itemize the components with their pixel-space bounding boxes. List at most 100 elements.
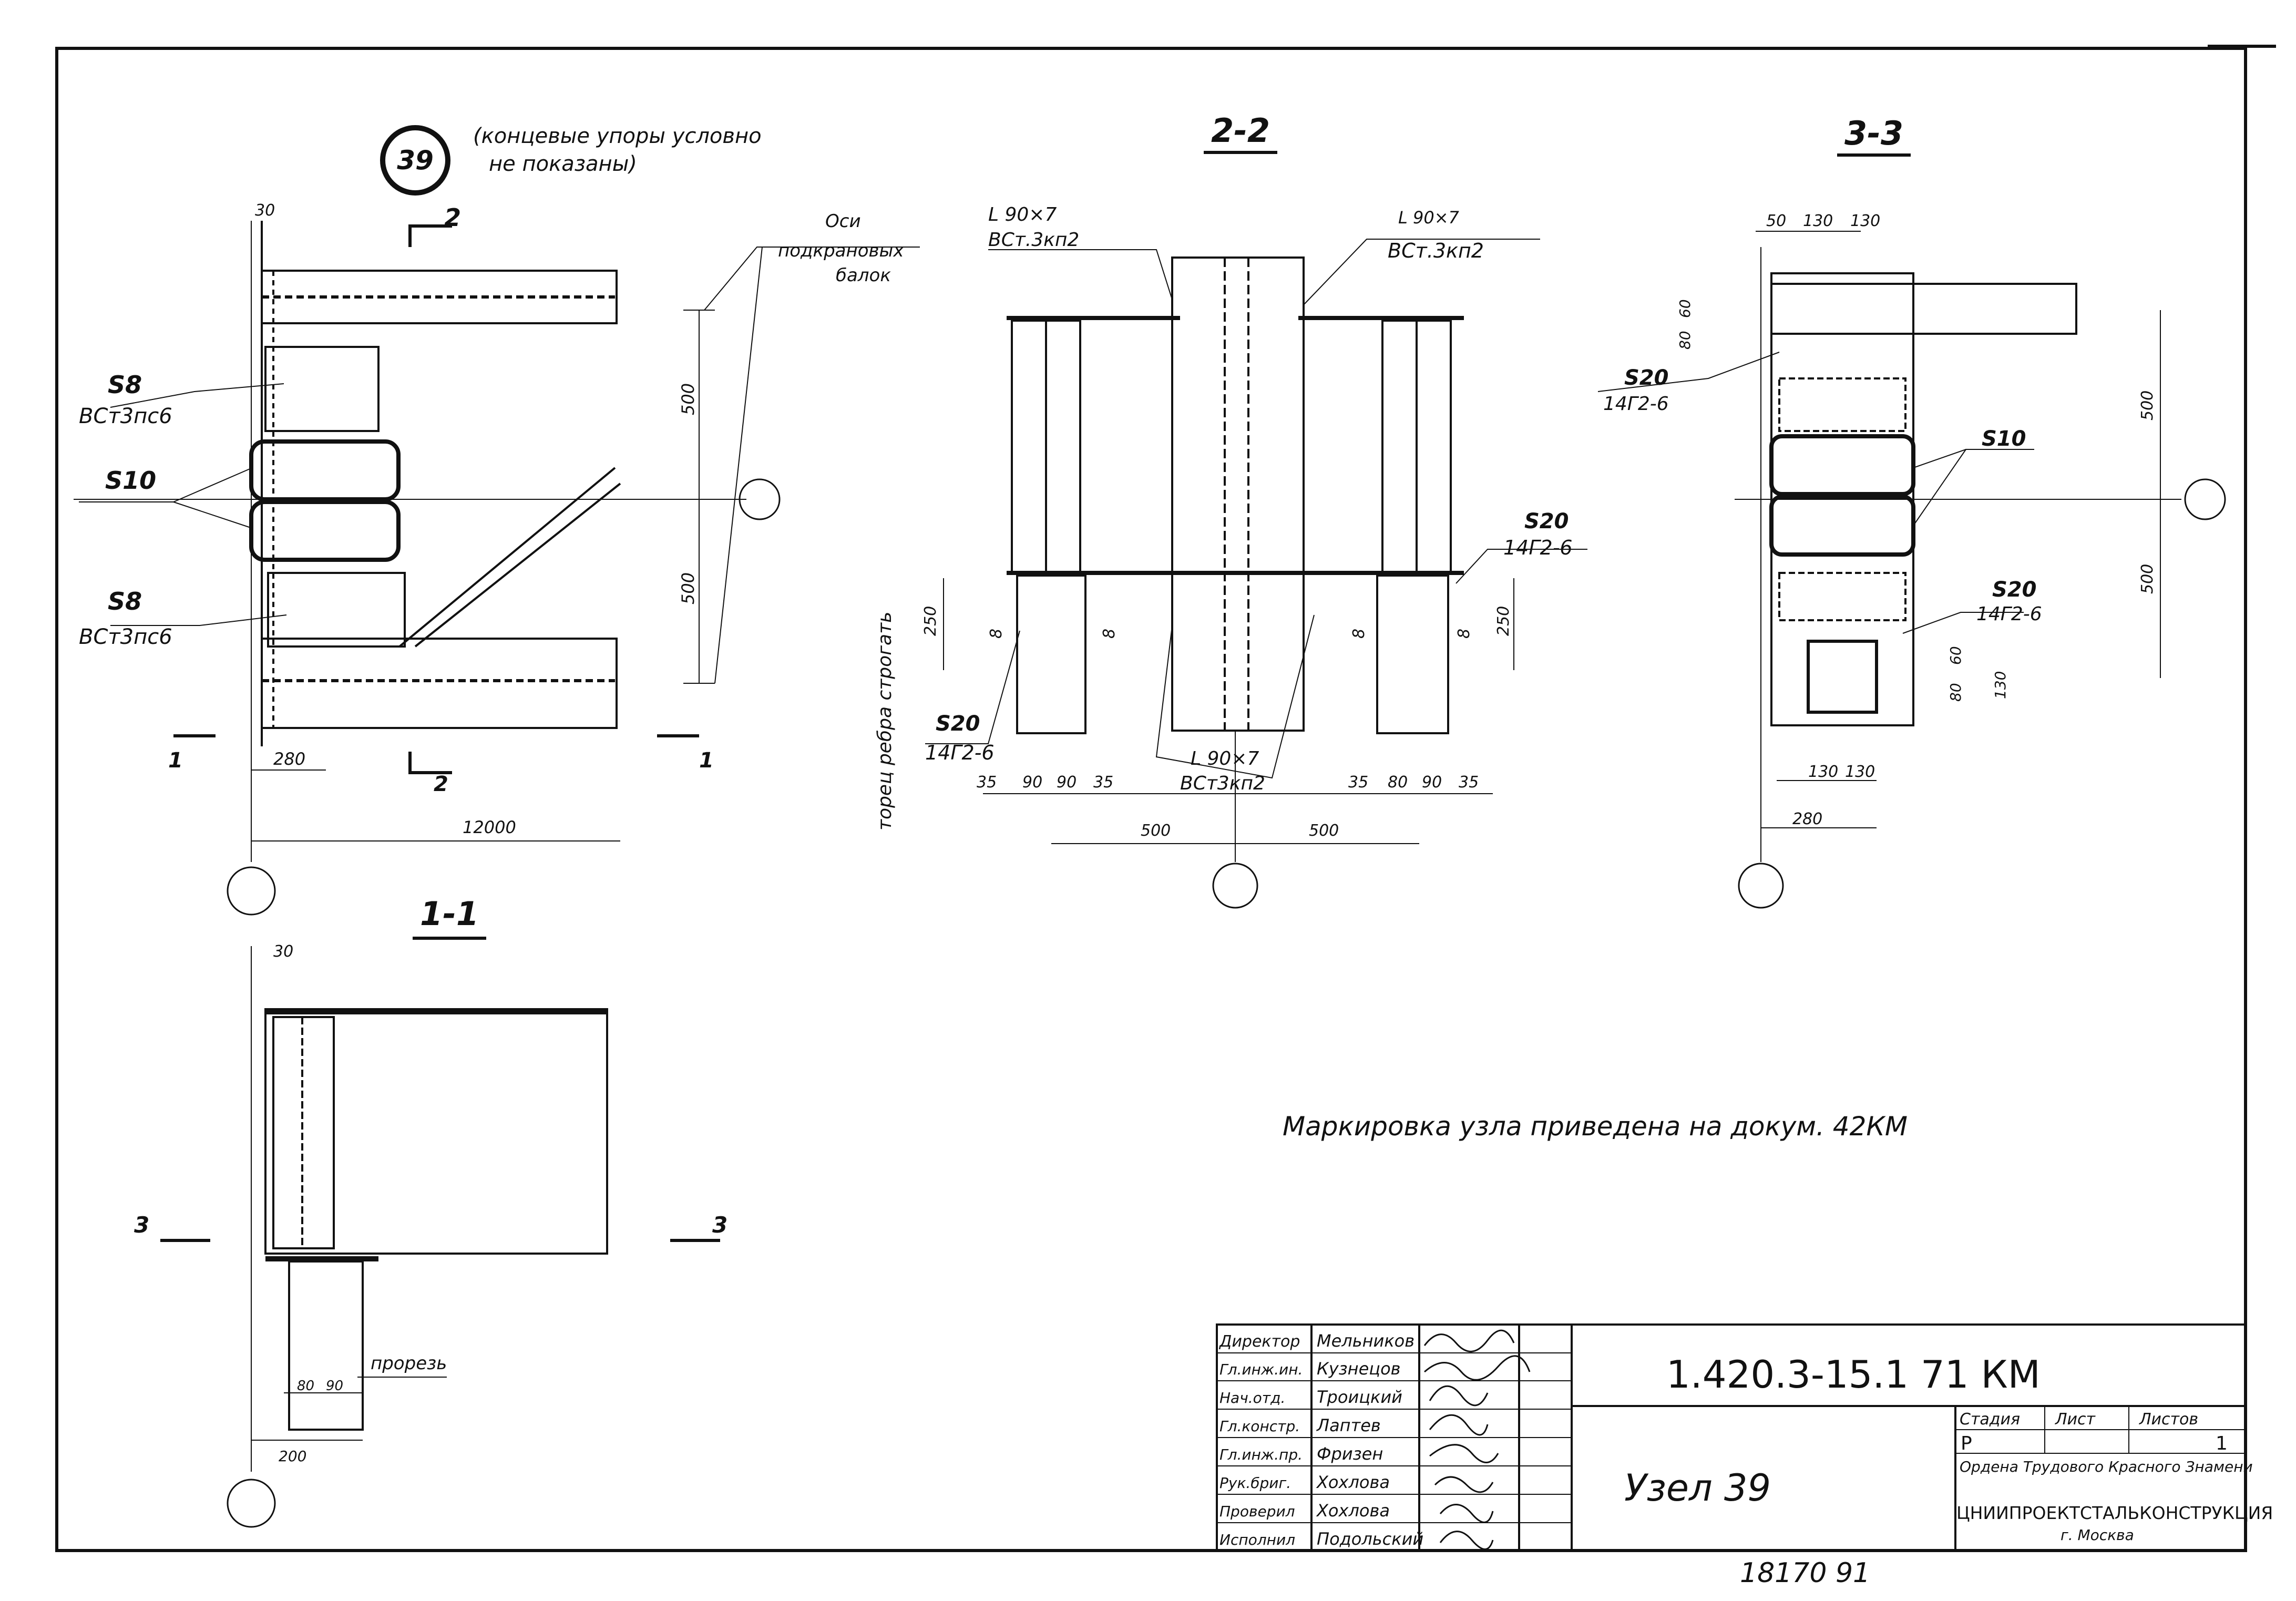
tb-role-7: Исполнил	[1219, 1531, 1295, 1548]
s22-axis-circle	[1212, 863, 1258, 909]
s22-angle-bottom-1: L 90×7	[1191, 748, 1259, 769]
s33-dim-500b: 500	[2138, 564, 2157, 594]
s11-dim-30: 30	[273, 942, 293, 961]
s22-dim-500-right: 500	[1309, 822, 1339, 840]
s22-dim-500-left: 500	[1141, 822, 1171, 840]
s11-lower-stiffener	[288, 1260, 364, 1431]
s22-angle-right-leader	[1303, 239, 1540, 305]
s22-s20-right-grade: 14Г2-6	[1503, 536, 1573, 559]
s33-dim-t0: 50	[1766, 212, 1786, 230]
s11-cut-3-left-label: 3	[134, 1212, 149, 1238]
s33-s10: S10	[1982, 427, 2026, 451]
tb-name-6: Хохлова	[1316, 1501, 1390, 1521]
s33-s10-top	[1769, 434, 1915, 496]
tb-signature-2	[1424, 1355, 1531, 1381]
s33-s20-bot-leader	[1902, 612, 2024, 634]
tb-signature-8	[1439, 1531, 1494, 1550]
s22-lower-right-stiff	[1376, 574, 1449, 734]
plan-view	[74, 221, 920, 916]
tb-stage-value: Р	[1961, 1433, 1972, 1454]
plan-axis-circle	[739, 478, 781, 520]
section11-title: 1-1	[420, 895, 479, 933]
plan-dim-30: 30	[255, 201, 275, 220]
s11-dim-200: 200	[279, 1448, 306, 1465]
s33-s10-leader-2	[1913, 449, 1966, 526]
plan-axes-leader-2	[714, 247, 763, 684]
s33-dim-60b: 60	[1947, 646, 1964, 665]
tb-signature-3	[1429, 1385, 1489, 1407]
tb-stage-label: Стадия	[1960, 1410, 2020, 1429]
s22-dim-b0: 35	[977, 773, 997, 792]
s22-s20-left: S20	[936, 712, 980, 736]
s11-axis-circle	[227, 1479, 276, 1528]
s22-rib-label: торец ребра строгать	[874, 612, 896, 830]
plan-lower-stop	[267, 572, 406, 648]
s33-dim-t1: 130	[1803, 212, 1833, 230]
marking-note: Маркировка узла приведена на докум. 42КМ	[1283, 1111, 1908, 1142]
inventory-number: 18170 91	[1740, 1557, 1870, 1589]
section22-title: 2-2	[1211, 111, 1270, 150]
s22-angle-bottom-leader	[1155, 614, 1315, 779]
tb-name-3: Лаптев	[1316, 1415, 1381, 1435]
s33-dim-b0: 130	[1808, 763, 1838, 781]
s33-dim-80: 80	[1676, 331, 1694, 350]
tb-name-0: Мельников	[1317, 1331, 1414, 1351]
node-note-2: не показаны)	[489, 152, 637, 176]
node-circle	[380, 125, 450, 196]
tb-role-4: Гл.инж.пр.	[1219, 1446, 1303, 1463]
s33-dim-t2: 130	[1850, 212, 1880, 230]
s22-dim-b7: 35	[1459, 773, 1479, 792]
s33-dim-130: 130	[1992, 671, 2009, 699]
s33-s10-bottom	[1769, 495, 1915, 557]
s22-dim-b1: 90	[1022, 773, 1042, 792]
section22: 2-2	[925, 111, 1587, 909]
tb-signature-7	[1439, 1504, 1494, 1523]
s33-axis-circle	[2184, 478, 2226, 520]
s22-dim-b2: 90	[1057, 773, 1077, 792]
section33-title: 3-3	[1844, 114, 1903, 152]
s33-dim-60: 60	[1676, 299, 1694, 318]
tb-role-1: Гл.инж.ин.	[1219, 1361, 1303, 1378]
tb-signature-4	[1429, 1414, 1489, 1436]
s22-center-column	[1171, 256, 1305, 732]
tb-org-name: ЦНИИПРОЕКТСТАЛЬКОНСТРУКЦИЯ	[1956, 1503, 2273, 1523]
tb-name-7: Подольский	[1317, 1529, 1423, 1549]
plan-axes-label-1: Оси	[825, 211, 861, 232]
s22-angle-left-leader	[988, 249, 1173, 300]
tb-sheets-value: 1	[2216, 1433, 2228, 1454]
plan-cut-2-top-label: 2	[444, 203, 461, 232]
s33-lower-plate	[1778, 572, 1906, 621]
tb-name-5: Хохлова	[1316, 1472, 1390, 1492]
plan-cut-2-top	[408, 224, 452, 247]
s22-angle-right-2: ВСт.3кп2	[1388, 239, 1484, 262]
s22-dim-250-left: 250	[921, 606, 940, 636]
s33-dim-280: 280	[1792, 810, 1822, 828]
plan-cut-2-bottom-label: 2	[434, 772, 448, 796]
plan-cut-1-left-label: 1	[168, 748, 183, 773]
plan-axes-label-2: подкрановых	[778, 240, 904, 261]
s33-dim-500a: 500	[2138, 391, 2157, 420]
plan-upper-stop	[264, 346, 380, 432]
plan-s8-bot-grade: ВСт3пс6	[79, 625, 172, 649]
s22-s20-right-leader	[1456, 549, 1587, 584]
tb-name-4: Фризен	[1317, 1444, 1383, 1464]
node-note-1: (концевые упоры условно	[473, 124, 762, 148]
plan-cut-2-bottom	[408, 752, 452, 774]
s33-s20-top-grade: 14Г2-6	[1603, 393, 1669, 415]
tb-signature-5	[1429, 1444, 1499, 1463]
s22-dim-b3: 35	[1093, 773, 1113, 792]
tb-org-award: Ордена Трудового Красного Знамени	[1960, 1458, 2253, 1475]
s22-dim-b6: 90	[1422, 773, 1442, 792]
s11-beam	[264, 1008, 608, 1255]
s33-top-dims: 50 130 130	[1766, 212, 1880, 230]
s22-dim-8a: 8	[987, 629, 1006, 639]
plan-s10-leader-2	[173, 501, 253, 529]
tb-role-2: Нач.отд.	[1219, 1389, 1285, 1407]
s33-dim-80b: 80	[1947, 683, 1964, 702]
section33: 3-3	[1597, 114, 2226, 909]
s22-angle-right-1: L 90×7	[1398, 208, 1460, 228]
sheet-frame	[55, 47, 2247, 1552]
tb-role-6: Проверил	[1219, 1503, 1295, 1520]
s33-s20-bot: S20	[1992, 578, 2036, 602]
